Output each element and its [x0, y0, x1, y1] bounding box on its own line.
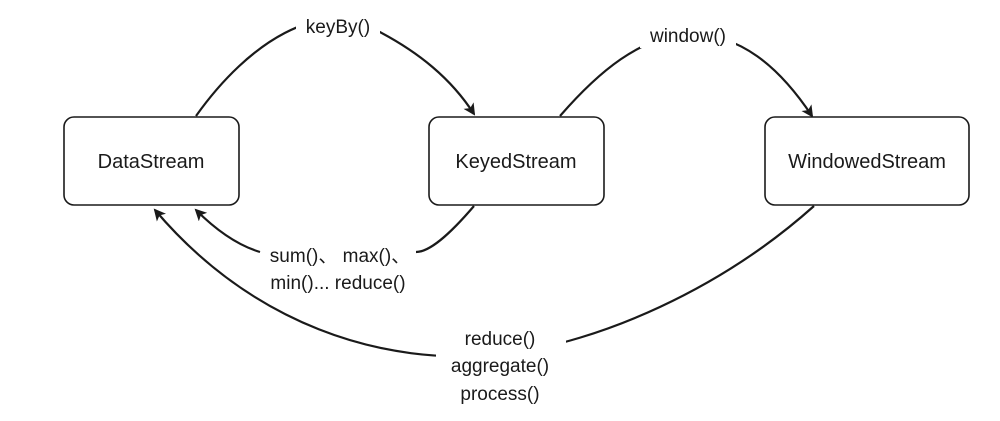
edge-keyby-label-bg [296, 12, 380, 38]
node-datastream-box [63, 116, 240, 206]
edge-keyed-aggregations-arrow [196, 206, 475, 254]
node-windowedstream: WindowedStream [764, 116, 970, 206]
edge-window-functions-label-bg [436, 326, 566, 408]
node-keyedstream: KeyedStream [428, 116, 605, 206]
edge-window-label-bg [640, 22, 736, 48]
edge-keyed-aggregations-label-line1: sum()、 max()、 [270, 246, 410, 267]
edge-window-label: window() [649, 26, 726, 47]
edge-keyed-aggregations-label-line2: min()... reduce() [270, 273, 405, 294]
edge-keyby-label: keyBy() [306, 17, 370, 38]
node-datastream: DataStream [63, 116, 240, 206]
edge-window-functions-label-line3: process() [460, 384, 539, 405]
node-keyedstream-label: KeyedStream [455, 151, 576, 173]
node-windowedstream-label: WindowedStream [788, 151, 946, 173]
edge-window-functions-label-line1: reduce() [465, 329, 536, 350]
node-datastream-label: DataStream [98, 151, 205, 173]
node-windowedstream-box [764, 116, 970, 206]
node-keyedstream-box [428, 116, 605, 206]
edge-window-functions-label-line2: aggregate() [451, 356, 549, 377]
